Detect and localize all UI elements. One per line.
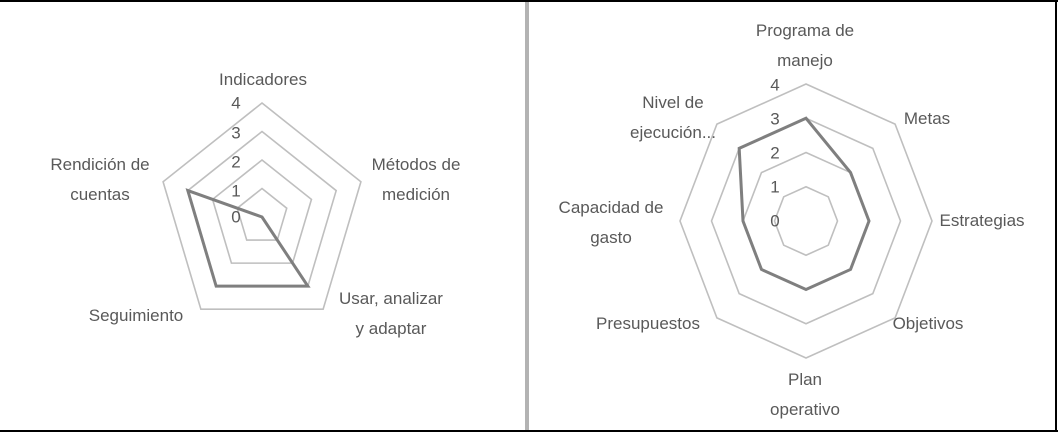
category-label-line: manejo (777, 51, 833, 70)
grid-ring-1 (773, 185, 839, 257)
axis-tick-label: 3 (231, 123, 241, 143)
category-label: Presupuestos (596, 309, 700, 339)
radar-plot-area (679, 83, 933, 359)
category-label-line: y adaptar (355, 319, 427, 338)
category-label: Capacidad de gasto (559, 193, 664, 253)
frame-right-border (1055, 0, 1057, 432)
category-label-line: Métodos de (371, 155, 461, 174)
axis-tick-label: 2 (770, 143, 780, 163)
category-label-line: operativo (770, 400, 840, 419)
axis-tick-label: 4 (231, 93, 241, 113)
category-label-line: Metas (903, 109, 951, 128)
frame-bottom-border (0, 430, 1058, 432)
grid-ring-3 (710, 117, 902, 325)
category-label-line: cuentas (70, 185, 130, 204)
category-label: Rendición de cuentas (50, 150, 149, 210)
category-label: Programa de manejo (756, 16, 854, 76)
axis-tick-label: 1 (770, 177, 780, 197)
grid-ring-4 (162, 101, 362, 311)
category-label-line: Estrategias (939, 211, 1025, 230)
category-label-line: medición (381, 185, 451, 204)
category-label: Objetivos (893, 309, 964, 339)
grid-ring-4 (679, 83, 933, 359)
category-label: Seguimiento (89, 301, 184, 331)
radar-plot-area (162, 101, 362, 311)
category-label-line: Rendición de (50, 155, 150, 174)
category-label-line: Nivel de (642, 93, 704, 112)
axis-tick-label: 3 (770, 109, 780, 129)
category-label-line: Objetivos (892, 314, 964, 333)
data-series-line (185, 188, 311, 288)
category-label: Estrategias (939, 206, 1024, 236)
category-label-line: Seguimiento (88, 306, 184, 325)
category-label: Usar, analizar y adaptar (339, 284, 443, 344)
axis-tick-label: 0 (231, 207, 241, 227)
category-label-line: Programa de (755, 21, 855, 40)
axis-tick-label: 2 (231, 152, 241, 172)
category-label-line: gasto (590, 228, 632, 247)
category-label: Indicadores (219, 65, 307, 95)
grid-ring-2 (211, 158, 313, 264)
axis-tick-label: 0 (770, 211, 780, 231)
category-label-line: Plan (787, 370, 823, 389)
category-label-line: Usar, analizar (339, 289, 443, 308)
category-label-line: ejecución... (630, 123, 716, 142)
category-label: Plan operativo (770, 365, 840, 425)
axis-tick-label: 4 (770, 75, 780, 95)
category-label: Métodos de medición (372, 150, 461, 210)
category-label: Metas (904, 104, 950, 134)
category-label-line: Indicadores (219, 70, 307, 89)
panel-divider (525, 2, 529, 430)
category-label-line: Presupuestos (596, 314, 700, 333)
grid-ring-1 (236, 187, 288, 241)
category-label-line: Capacidad de (558, 198, 664, 217)
data-series-line (737, 116, 871, 292)
category-label: Nivel de ejecución... (630, 88, 716, 148)
axis-tick-label: 1 (231, 181, 241, 201)
frame-top-border (0, 0, 1058, 2)
